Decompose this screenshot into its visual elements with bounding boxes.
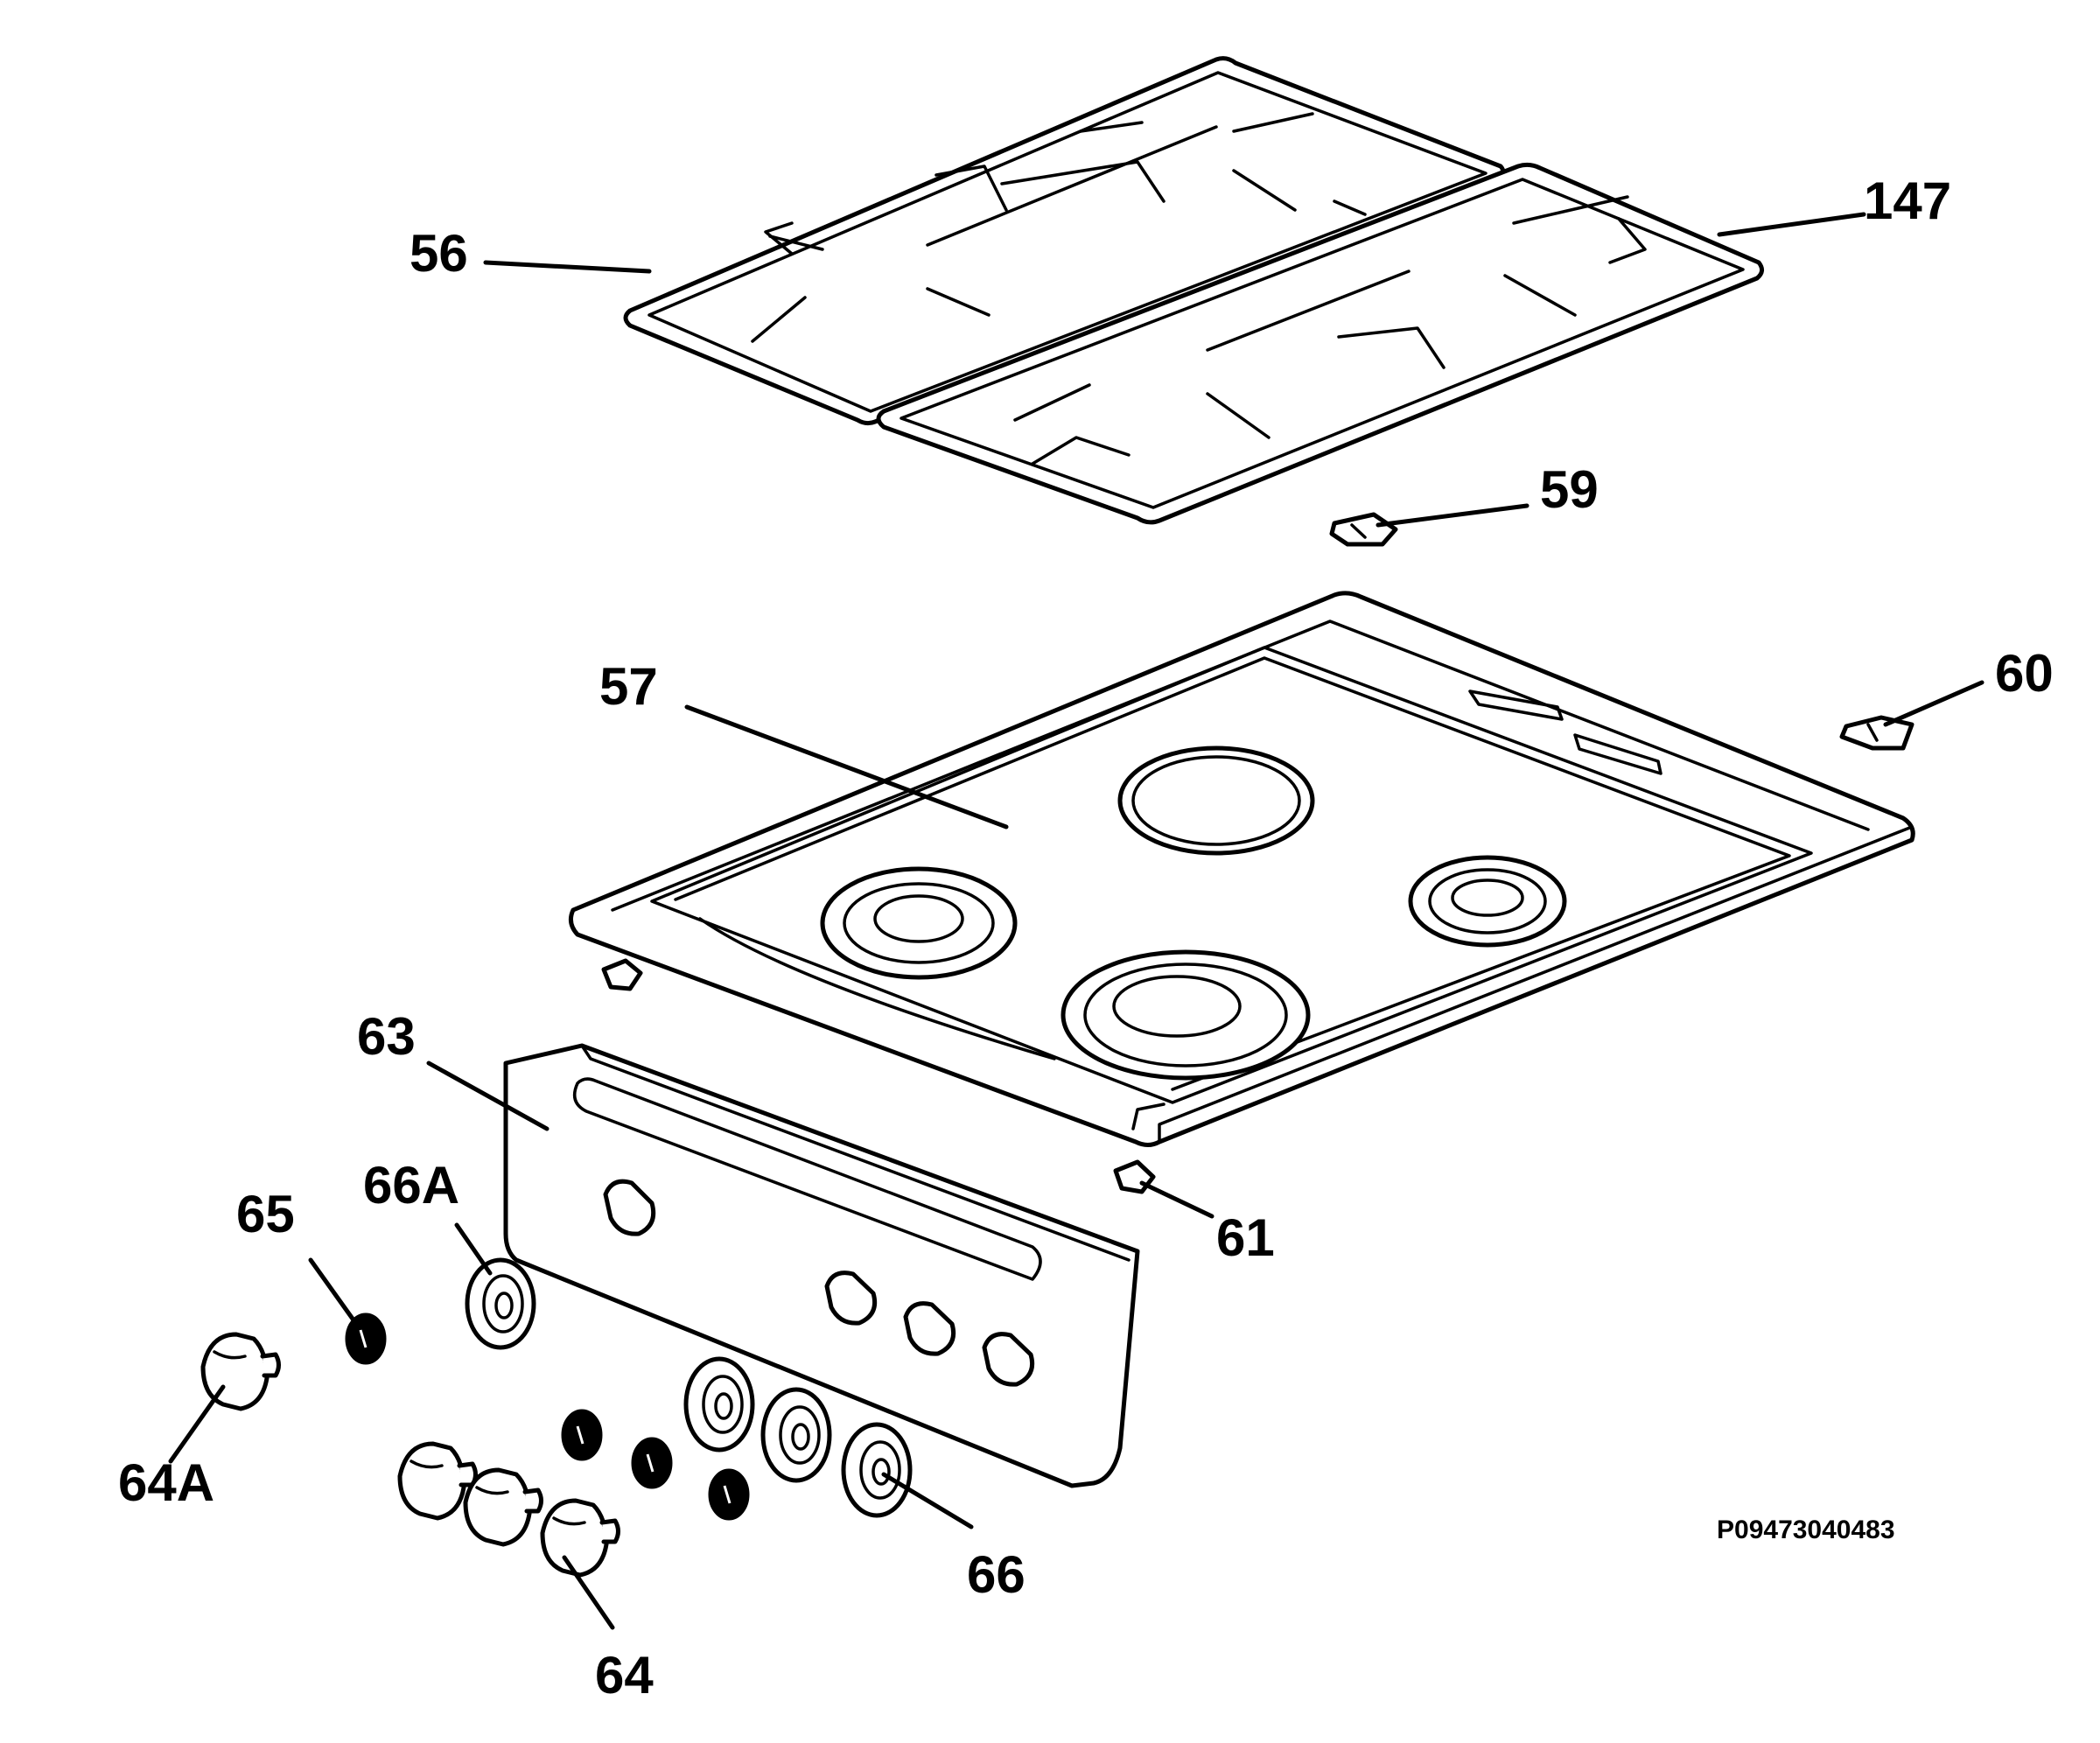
callout-57: 57 xyxy=(599,657,658,716)
knob-64-b xyxy=(463,1467,543,1547)
clip-60 xyxy=(1839,715,1914,751)
bushing-b xyxy=(631,1437,673,1489)
spacer-66-b xyxy=(760,1387,832,1483)
callout-66: 66 xyxy=(967,1545,1026,1604)
pan-support-left xyxy=(623,56,1506,426)
callout-64: 64 xyxy=(595,1646,654,1704)
callout-65: 65 xyxy=(236,1185,295,1243)
callout-59: 59 xyxy=(1540,460,1599,519)
control-panel-63 xyxy=(503,1043,1140,1488)
callout-60: 60 xyxy=(1995,644,2054,703)
pan-support-right xyxy=(876,162,1764,525)
spacer-66a xyxy=(465,1257,536,1350)
callout-64a: 64A xyxy=(118,1453,214,1512)
knob-64-c xyxy=(540,1498,620,1578)
diagram-code: P09473040483 xyxy=(1717,1516,1895,1544)
bushing-c xyxy=(708,1468,750,1521)
clip-hob-left xyxy=(601,958,643,991)
clip-59 xyxy=(1329,512,1398,547)
callout-63: 63 xyxy=(357,1007,416,1066)
bushing-65 xyxy=(345,1312,387,1365)
spacer-66-c xyxy=(841,1422,913,1518)
leader-lines xyxy=(168,212,1984,1630)
callout-61: 61 xyxy=(1216,1208,1275,1267)
callout-56: 56 xyxy=(410,224,468,283)
knob-64-a xyxy=(397,1441,478,1521)
spacer-66-a xyxy=(683,1356,755,1452)
bushing-a xyxy=(561,1409,603,1461)
hob-top-57 xyxy=(568,591,1915,1147)
callout-147: 147 xyxy=(1864,172,1951,230)
callout-66a: 66A xyxy=(363,1156,459,1214)
